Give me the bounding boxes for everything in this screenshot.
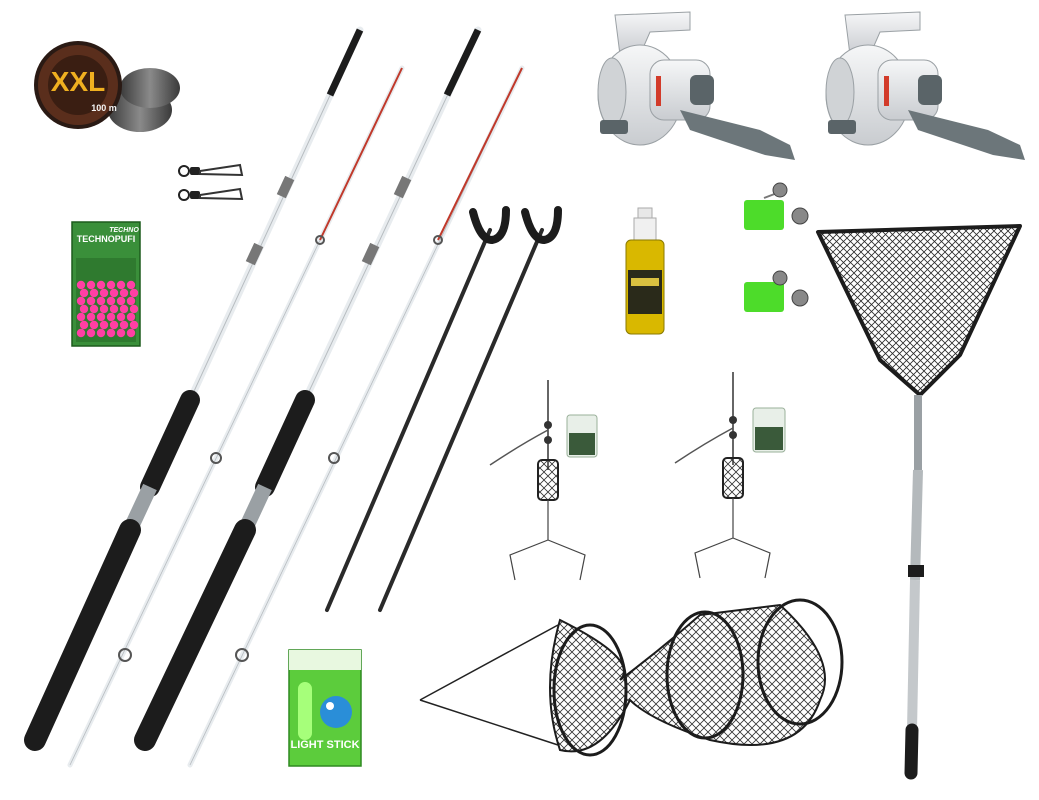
light-stick-label: LIGHT STICK bbox=[290, 739, 359, 751]
spool-brand-label: XXL bbox=[51, 66, 105, 97]
landing-net bbox=[816, 224, 1022, 780]
keep-net bbox=[419, 598, 844, 757]
boilie bbox=[79, 288, 89, 298]
bite-alarm-bell-top bbox=[744, 182, 809, 230]
light-stick-pack: LIGHT STICK bbox=[288, 649, 362, 767]
boilie bbox=[86, 312, 96, 322]
boilie bbox=[76, 296, 86, 306]
snap-swivel bbox=[178, 187, 244, 201]
boilie bbox=[116, 328, 126, 338]
boilie bbox=[99, 320, 109, 330]
spinning-reel-right bbox=[825, 11, 1025, 160]
boilie-bait-pack: TECHNO TECHNOPUFI bbox=[71, 221, 141, 347]
boilie bbox=[99, 304, 109, 314]
boilie bbox=[126, 328, 136, 338]
snap-swivel bbox=[178, 163, 244, 177]
boilie bbox=[89, 320, 99, 330]
boilie bbox=[96, 328, 106, 338]
boilie bbox=[76, 280, 86, 290]
snap-swivels bbox=[178, 163, 244, 201]
pink-boilies bbox=[76, 280, 139, 338]
boilie bbox=[86, 280, 96, 290]
boilie-product-label: TECHNOPUFI bbox=[77, 234, 136, 244]
spool-length-label: 100 m bbox=[91, 103, 117, 113]
boilie bbox=[116, 296, 126, 306]
boilie bbox=[129, 304, 139, 314]
boilie bbox=[86, 328, 96, 338]
boilie bbox=[109, 320, 119, 330]
fishing-rod-left bbox=[24, 26, 364, 751]
boilie bbox=[109, 304, 119, 314]
boilie bbox=[126, 312, 136, 322]
rod-rest-right bbox=[378, 206, 562, 612]
boilie bbox=[106, 312, 116, 322]
boilie bbox=[129, 320, 139, 330]
boilie bbox=[106, 328, 116, 338]
fishing-line-spool: XXL 100 m bbox=[34, 41, 180, 132]
attractant-spray-bottle bbox=[625, 207, 665, 335]
boilie bbox=[106, 296, 116, 306]
boilie bbox=[96, 312, 106, 322]
boilie bbox=[99, 288, 109, 298]
spinning-reel-left bbox=[597, 11, 795, 160]
fishing-rod-right bbox=[134, 26, 482, 751]
rod-rest-left bbox=[325, 206, 510, 612]
boilie bbox=[116, 280, 126, 290]
bite-alarm-bell-bottom bbox=[744, 270, 809, 312]
boilie bbox=[119, 320, 129, 330]
boilie bbox=[119, 304, 129, 314]
fishing-rod-tip-right bbox=[187, 65, 525, 768]
boilie bbox=[119, 288, 129, 298]
boilie bbox=[116, 312, 126, 322]
boilie bbox=[109, 288, 119, 298]
feeder-rig-right bbox=[674, 372, 786, 579]
boilie bbox=[76, 328, 86, 338]
boilie bbox=[76, 312, 86, 322]
fishing-rod-tip-left bbox=[67, 65, 405, 768]
boilie bbox=[79, 320, 89, 330]
boilie bbox=[89, 304, 99, 314]
boilie bbox=[106, 280, 116, 290]
boilie bbox=[126, 296, 136, 306]
feeder-rig-left bbox=[489, 380, 598, 581]
boilie bbox=[129, 288, 139, 298]
boilie bbox=[96, 280, 106, 290]
boilie bbox=[89, 288, 99, 298]
boilie-brand-label: TECHNO bbox=[109, 227, 139, 234]
boilie bbox=[79, 304, 89, 314]
boilie bbox=[86, 296, 96, 306]
boilie bbox=[126, 280, 136, 290]
boilie bbox=[96, 296, 106, 306]
